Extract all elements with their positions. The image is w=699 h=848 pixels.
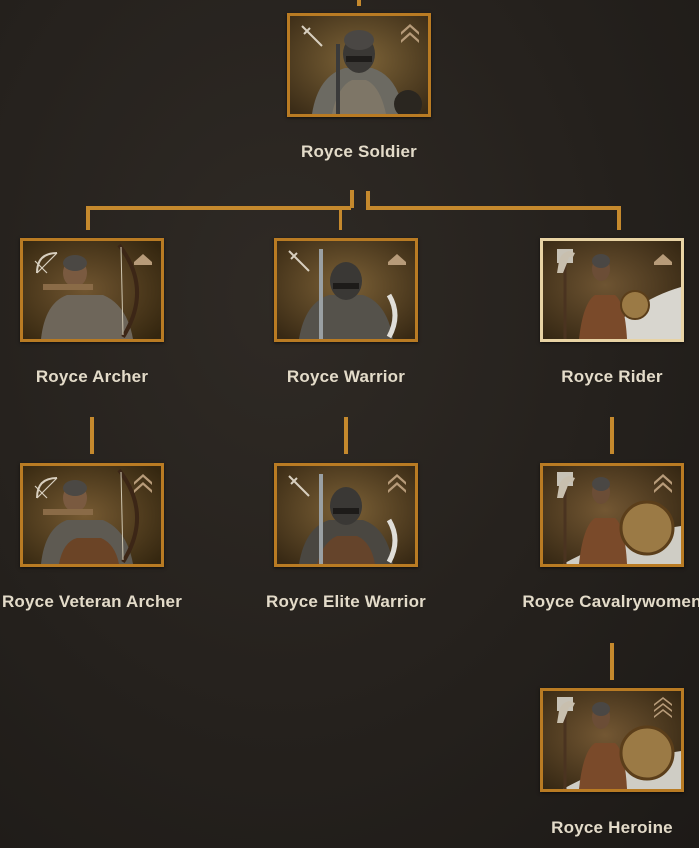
- connector-warrior-upgrade: [344, 417, 348, 454]
- connector-rider-upgrade: [610, 417, 614, 454]
- horse-icon: [557, 476, 575, 498]
- sword-icon: [288, 475, 310, 497]
- bow-icon: [34, 477, 58, 499]
- horse-icon: [557, 251, 575, 273]
- troop-card-royce-warrior[interactable]: [274, 238, 418, 342]
- triple-chevron-icon: [654, 697, 672, 718]
- troop-card-royce-veteran-archer[interactable]: [20, 463, 164, 567]
- sword-icon: [288, 250, 310, 272]
- troop-name-royce-elite-warrior[interactable]: Royce Elite Warrior: [266, 592, 426, 611]
- troop-name-royce-soldier[interactable]: Royce Soldier: [301, 142, 417, 161]
- sword-icon: [301, 25, 323, 47]
- double-chevron-icon: [134, 474, 152, 493]
- single-chevron-icon: [654, 254, 672, 265]
- bow-icon: [34, 252, 58, 274]
- troop-name-royce-archer[interactable]: Royce Archer: [35, 367, 149, 386]
- elite-warrior-portrait: [277, 466, 415, 564]
- soldier-portrait: [290, 16, 428, 114]
- troop-name-royce-cavalrywomen[interactable]: Royce Cavalrywomen: [522, 592, 699, 611]
- troop-card-royce-soldier[interactable]: [287, 13, 431, 117]
- connector-left-bar: [86, 206, 351, 210]
- double-chevron-icon: [401, 24, 419, 43]
- connector-right-stem: [366, 191, 370, 210]
- troop-card-royce-cavalrywomen[interactable]: [540, 463, 684, 567]
- cavalrywomen-portrait: [543, 466, 681, 564]
- single-chevron-icon: [388, 254, 406, 265]
- veteran-archer-portrait: [23, 466, 161, 564]
- connector-top-stub: [357, 0, 361, 6]
- connector-root-stem: [350, 190, 354, 208]
- connector-right-drop: [617, 206, 621, 230]
- connector-left-drop: [86, 206, 90, 230]
- double-chevron-icon: [388, 474, 406, 493]
- troop-card-royce-heroine[interactable]: [540, 688, 684, 792]
- connector-cavalry-upgrade: [610, 643, 614, 680]
- troop-name-royce-heroine[interactable]: Royce Heroine: [551, 818, 673, 837]
- troop-card-royce-rider[interactable]: [540, 238, 684, 342]
- connector-archer-upgrade: [90, 417, 94, 454]
- connector-middle-drop: [339, 208, 342, 230]
- horse-icon: [557, 701, 575, 723]
- single-chevron-icon: [134, 254, 152, 265]
- troop-card-royce-archer[interactable]: [20, 238, 164, 342]
- troop-name-royce-veteran-archer[interactable]: Royce Veteran Archer: [1, 592, 183, 611]
- warrior-portrait: [277, 241, 415, 339]
- troop-name-royce-rider[interactable]: Royce Rider: [561, 367, 663, 386]
- archer-portrait: [23, 241, 161, 339]
- double-chevron-icon: [654, 474, 672, 493]
- connector-right-bar: [366, 206, 621, 210]
- troop-name-royce-warrior[interactable]: Royce Warrior: [286, 367, 406, 386]
- heroine-portrait: [543, 691, 681, 789]
- troop-card-royce-elite-warrior[interactable]: [274, 463, 418, 567]
